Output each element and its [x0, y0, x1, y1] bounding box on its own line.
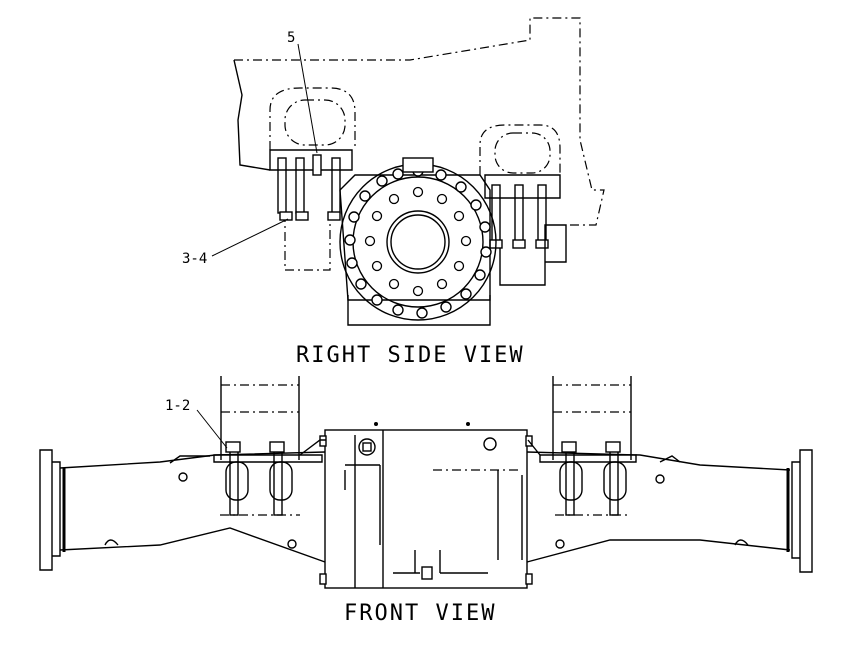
- axle-tube-right: [526, 451, 791, 563]
- right-wheel-flange: [799, 449, 813, 573]
- left-mount-assembly: [213, 376, 326, 516]
- axle-hub: [339, 157, 497, 326]
- right-mount-bracket: [479, 124, 567, 286]
- left-wheel-flange: [39, 449, 53, 571]
- right-mount-assembly: [527, 376, 637, 516]
- left-mount-bracket: [269, 87, 356, 271]
- front-view: 1-2 FRONT VIEW: [39, 376, 813, 626]
- callout-5: 5: [287, 30, 318, 154]
- callout-1-2: 1-2: [165, 398, 228, 449]
- callout-label-5: 5: [287, 30, 295, 46]
- front-view-title: FRONT VIEW: [344, 601, 496, 626]
- callout-3-4: 3-4: [182, 218, 289, 267]
- frame-outline: [234, 17, 605, 226]
- right-side-view: 5 3-4 RIGHT SIDE VIEW: [182, 17, 605, 368]
- differential-housing: [319, 422, 533, 589]
- right-side-view-title: RIGHT SIDE VIEW: [296, 343, 525, 368]
- axle-tube-left: [59, 451, 326, 563]
- fitting-5: [312, 154, 322, 176]
- callout-label-3-4: 3-4: [182, 251, 207, 267]
- callout-label-1-2: 1-2: [165, 398, 190, 414]
